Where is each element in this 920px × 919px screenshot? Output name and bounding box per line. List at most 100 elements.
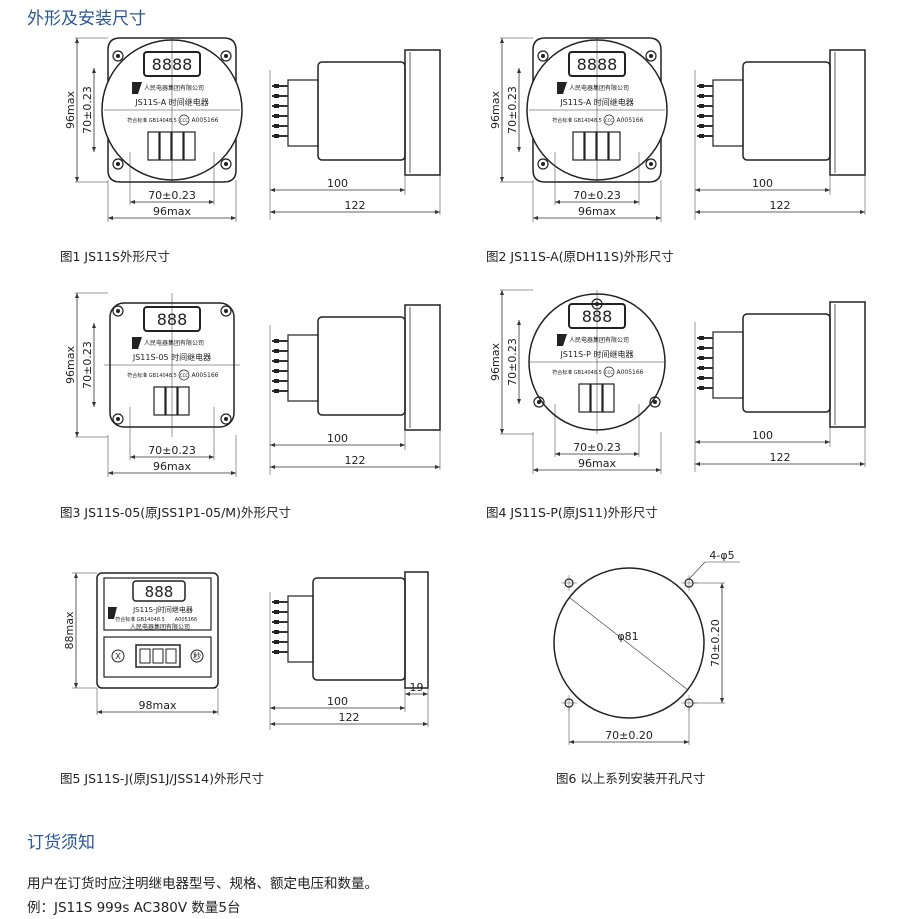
dimension-holes: 4-φ5 — [709, 549, 734, 562]
cutout-circle — [553, 567, 705, 719]
cert-number: A005166 — [191, 117, 218, 124]
display-digits: 888 — [157, 310, 188, 329]
dial-switch — [608, 131, 621, 161]
dimension-outer-height: 96max — [64, 91, 77, 129]
dial-switch — [596, 131, 609, 161]
model-label: JS11S-J时间继电器 — [132, 605, 193, 614]
display-digits: 888 — [582, 307, 613, 326]
dimension-depth: 100 — [752, 429, 773, 442]
standard-label: 符合标准 GB14048.5 — [127, 117, 177, 124]
ccc-mark: CCC — [605, 118, 614, 123]
cert-number: A005166 — [175, 617, 198, 623]
dial-switch — [171, 131, 184, 161]
dimension-inner-width: 70±0.23 — [573, 189, 621, 202]
figure-2-side-view: 100 122 — [694, 49, 866, 220]
knob-second-label: 秒 — [193, 651, 201, 661]
dimension-inner-width: 70±0.23 — [148, 189, 196, 202]
dial-switch — [165, 386, 178, 416]
figure-1-caption: 图1 JS11S外形尺寸 — [60, 249, 170, 264]
company-name: 人民电器集团有限公司 — [569, 84, 629, 92]
dimension-flange: 19 — [410, 681, 424, 694]
dimension-inner-width: 70±0.23 — [148, 444, 196, 457]
ordering-instructions: 用户在订货时应注明继电器型号、规格、额定电压和数量。 — [27, 876, 378, 892]
model-label: JS11S-P 时间继电器 — [560, 349, 634, 359]
display-digits: 8888 — [577, 55, 618, 74]
figure-1-side-view: 100 122 — [269, 49, 441, 220]
figure-6-cutout: φ81 4-φ5 70±0.20 70±0.20 — [553, 549, 740, 745]
dimension-inner-height: 70±0.23 — [506, 338, 519, 386]
dimension-outer-height: 96max — [489, 91, 502, 129]
company-name: 人民电器集团有限公司 — [569, 336, 629, 344]
figure-4-caption: 图4 JS11S-P(原JS11)外形尺寸 — [486, 505, 658, 520]
dial-switch — [578, 383, 591, 413]
ccc-mark: CCC — [605, 370, 614, 375]
dimension-diameter: φ81 — [617, 630, 638, 643]
dimension-total: 122 — [770, 451, 791, 464]
brand-logo — [557, 82, 567, 94]
dimension-depth: 100 — [327, 177, 348, 190]
dial-switch — [602, 383, 615, 413]
dimension-width: 98max — [139, 699, 177, 712]
company-name: 人民电器集团有限公司 — [144, 339, 204, 347]
figure-4-side-view: 100 122 — [694, 301, 866, 472]
dial-switch — [584, 131, 597, 161]
dimension-outer-height: 96max — [489, 343, 502, 381]
standard-label: 符合标准 GB14048.5 — [552, 117, 602, 124]
section-title-dimensions: 外形及安装尺寸 — [27, 9, 146, 29]
knob-minute-label: X — [115, 652, 121, 661]
dimension-inner-height: 70±0.23 — [506, 86, 519, 134]
figure-2-caption: 图2 JS11S-A(原DH11S)外形尺寸 — [486, 249, 674, 264]
dimension-outer-width: 96max — [578, 457, 616, 470]
figure-5-caption: 图5 JS11S-J(原JS1J/JSS14)外形尺寸 — [60, 771, 264, 786]
ordering-example: 例：JS11S 999s AC380V 数量5台 — [27, 900, 241, 916]
dimension-total: 122 — [770, 199, 791, 212]
model-label: JS11S-A 时间继电器 — [134, 97, 208, 107]
dimension-inner-height: 70±0.23 — [81, 86, 94, 134]
dimension-vertical: 70±0.20 — [709, 619, 722, 667]
dimension-outer-width: 96max — [153, 460, 191, 473]
dimension-outer-width: 96max — [578, 205, 616, 218]
dimension-inner-width: 70±0.23 — [573, 441, 621, 454]
dimension-total: 122 — [345, 454, 366, 467]
model-label: JS11S-A 时间继电器 — [559, 97, 633, 107]
standard-label: 符合标准 GB14048.5 — [115, 616, 165, 623]
dimension-outer-height: 96max — [64, 346, 77, 384]
brand-logo — [557, 334, 567, 346]
cert-number: A005166 — [616, 117, 643, 124]
dimension-horizontal: 70±0.20 — [605, 729, 653, 742]
section-title-ordering: 订货须知 — [27, 833, 95, 853]
dimension-height: 88max — [63, 611, 76, 649]
dial-switch — [177, 386, 190, 416]
dimension-depth: 100 — [327, 695, 348, 708]
display-digits: 888 — [145, 583, 174, 601]
brand-logo — [132, 337, 142, 349]
ccc-mark: CCC — [180, 373, 189, 378]
dial-switch — [147, 131, 160, 161]
dial-switch — [590, 383, 603, 413]
company-name: 人民电器集团有限公司 — [144, 84, 204, 92]
dimension-total: 122 — [339, 711, 360, 724]
model-label: JS11S-05 时间继电器 — [132, 352, 211, 362]
dimension-total: 122 — [345, 199, 366, 212]
dimension-depth: 100 — [752, 177, 773, 190]
figure-3-caption: 图3 JS11S-05(原JSS1P1-05/M)外形尺寸 — [60, 505, 291, 520]
dimension-outer-width: 96max — [153, 205, 191, 218]
ccc-mark: CCC — [180, 118, 189, 123]
brand-logo — [132, 82, 142, 94]
standard-label: 符合标准 GB14048.5 — [552, 369, 602, 376]
dial-switch — [159, 131, 172, 161]
cert-number: A005166 — [616, 369, 643, 376]
brand-logo — [108, 607, 117, 619]
figure-5-side-view: 19 100 122 — [269, 571, 429, 730]
dial-switch — [183, 131, 196, 161]
display-digits: 8888 — [152, 55, 193, 74]
cert-number: A005166 — [191, 372, 218, 379]
figure-3-side-view: 100 122 — [269, 304, 441, 475]
dimension-depth: 100 — [327, 432, 348, 445]
